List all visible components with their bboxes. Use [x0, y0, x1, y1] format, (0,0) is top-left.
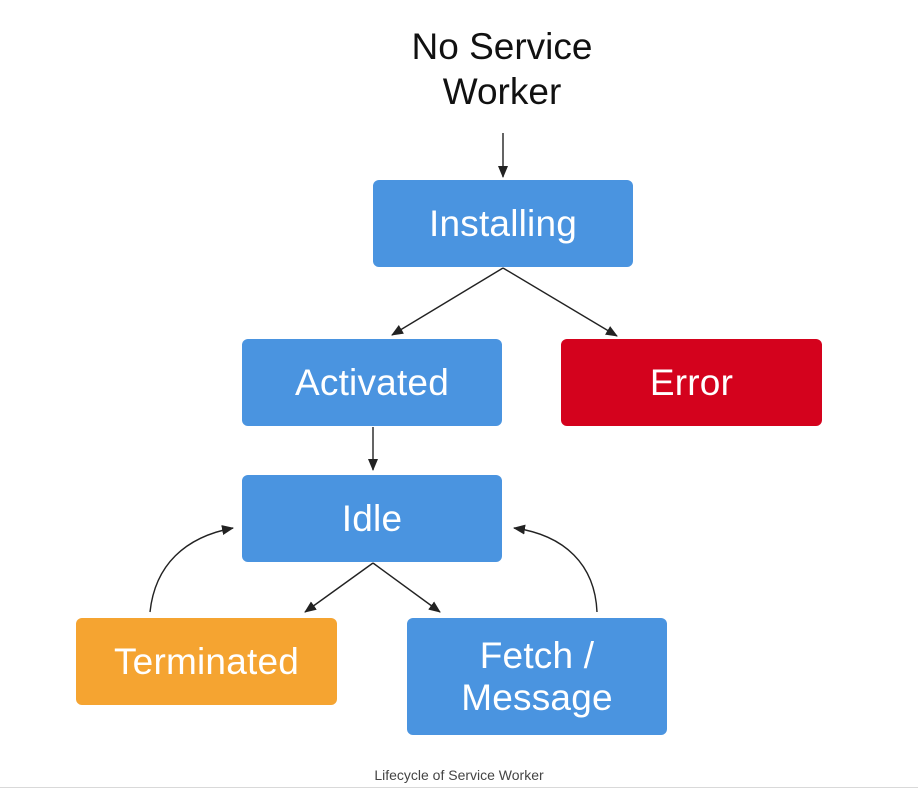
- node-activated-label: Activated: [295, 361, 449, 403]
- node-error: Error: [561, 339, 822, 426]
- figure-caption: Lifecycle of Service Worker: [374, 767, 544, 783]
- node-error-label: Error: [649, 361, 734, 403]
- edge-installing-to-error: [502, 267, 618, 337]
- node-fetch-line-1: Fetch /: [479, 634, 595, 676]
- start-state-label: No Service Worker: [392, 24, 612, 114]
- edge-idle-to-terminated: [304, 562, 374, 613]
- edge-idle-to-fetch: [372, 562, 441, 613]
- node-fetch-line-2: Message: [461, 676, 613, 718]
- start-state-line-2: Worker: [442, 71, 562, 112]
- node-installing: Installing: [373, 180, 633, 267]
- edge-fetch-to-idle: [513, 524, 598, 613]
- node-activated: Activated: [242, 339, 502, 426]
- node-terminated-label: Terminated: [113, 640, 300, 682]
- bottom-divider: [0, 787, 918, 788]
- edge-installing-to-activated: [391, 267, 504, 336]
- node-terminated: Terminated: [76, 618, 337, 705]
- node-idle-label: Idle: [341, 497, 403, 539]
- node-installing-label: Installing: [428, 202, 578, 244]
- node-fetch-message: Fetch / Message: [407, 618, 667, 735]
- node-idle: Idle: [242, 475, 502, 562]
- start-state-line-1: No Service: [411, 26, 593, 67]
- edge-terminated-to-idle: [149, 525, 234, 613]
